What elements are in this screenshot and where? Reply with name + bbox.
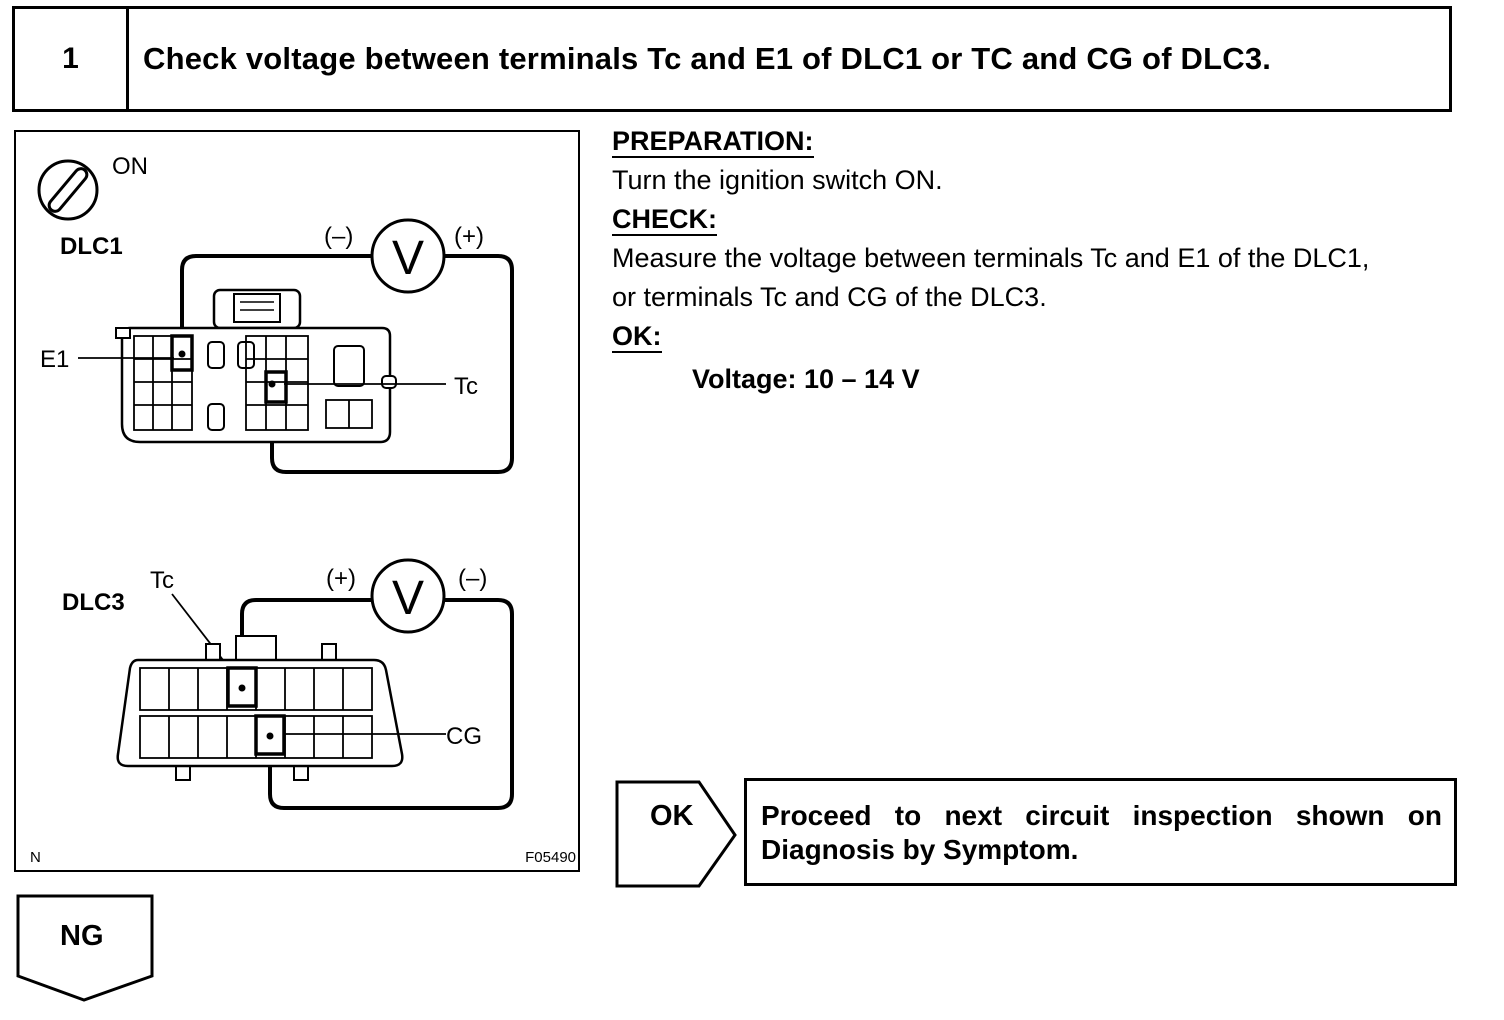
- ok-heading: OK:: [612, 321, 662, 353]
- ok-voltage-spec: Voltage: 10 – 14 V: [692, 364, 920, 394]
- ng-arrow-icon: [16, 894, 154, 1002]
- dlc1-terminal-e1-label: E1: [40, 346, 69, 373]
- check-heading: CHECK:: [612, 204, 717, 236]
- ok-label: OK: [650, 800, 694, 832]
- connector-illustration: ON DLC1 V (–) (+): [14, 130, 580, 872]
- dlc1-polarity-positive: (+): [454, 223, 484, 250]
- step-header: 1 Check voltage between terminals Tc and…: [12, 6, 1452, 112]
- instructions: PREPARATION: Turn the ignition switch ON…: [612, 122, 1492, 399]
- step-number: 1: [15, 9, 129, 109]
- dlc1-connector: [115, 288, 397, 444]
- preparation-heading: PREPARATION:: [612, 126, 814, 158]
- dlc1-terminal-tc-label: Tc: [454, 373, 478, 400]
- dlc3-meter-symbol: V: [392, 572, 424, 625]
- dlc-diagram: ON DLC1 V (–) (+): [30, 153, 576, 866]
- dlc3-label: DLC3: [62, 589, 125, 616]
- ok-result-box: Proceed to next circuit inspection shown…: [744, 778, 1457, 886]
- ignition-switch-icon: [37, 159, 99, 221]
- dlc3-wire-negative: [268, 598, 514, 810]
- figure-corner-mark: N: [30, 849, 41, 866]
- dlc3-wire-positive: [240, 598, 372, 688]
- switch-state-label: ON: [112, 153, 148, 180]
- dlc3-voltmeter: V: [370, 558, 446, 634]
- step-title: Check voltage between terminals Tc and E…: [143, 41, 1272, 76]
- dlc3-terminal-cg-label: CG: [446, 723, 482, 750]
- figure-code: F05490: [525, 849, 576, 866]
- ok-arrow-icon: [615, 780, 737, 888]
- dlc1-label: DLC1: [60, 233, 123, 260]
- check-text-line1: Measure the voltage between terminals Tc…: [612, 243, 1370, 273]
- ng-label: NG: [60, 920, 104, 952]
- dlc1-wire-positive: [270, 254, 514, 474]
- dlc3-polarity-negative: (–): [458, 565, 487, 592]
- dlc1-wire-negative: [180, 254, 372, 354]
- dlc1-polarity-negative: (–): [324, 223, 353, 250]
- dlc1-voltmeter: V: [370, 218, 446, 294]
- dlc3-terminal-tc-label: Tc: [150, 567, 174, 594]
- check-text-line2: or terminals Tc and CG of the DLC3.: [612, 282, 1047, 312]
- preparation-text: Turn the ignition switch ON.: [612, 165, 943, 195]
- dlc1-meter-symbol: V: [392, 232, 424, 285]
- dlc3-connector: [116, 635, 404, 781]
- dlc3-polarity-positive: (+): [326, 565, 356, 592]
